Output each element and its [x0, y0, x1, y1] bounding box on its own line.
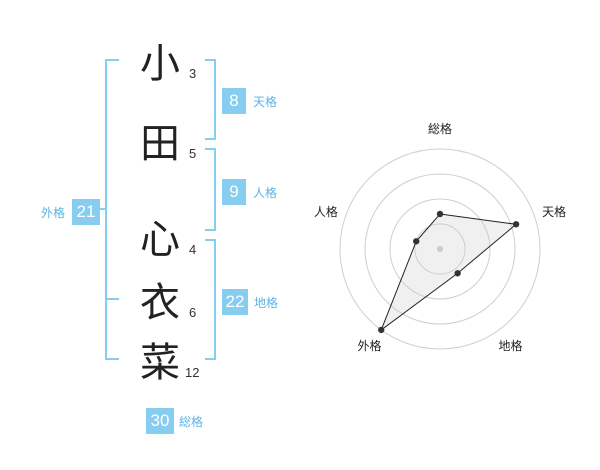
tenkaku-bracket [205, 59, 216, 140]
name-char-5: 菜 [140, 340, 180, 386]
soukaku-value-badge: 30 [146, 408, 174, 434]
stroke-count-5: 12 [185, 365, 200, 380]
radar-point-4 [378, 326, 385, 334]
gaikaku-bracket-divider [105, 298, 119, 300]
chikaku-bracket [205, 239, 216, 360]
soukaku-label: 総格 [179, 415, 204, 429]
radar-ring-1 [414, 223, 466, 275]
radar-data-polygon [380, 213, 518, 332]
gaikaku-bracket [105, 59, 119, 360]
radar-point-3 [454, 270, 461, 277]
radar-ring-2 [389, 198, 491, 300]
tenkaku-value-badge: 8 [222, 88, 246, 114]
radar-ring-3 [364, 173, 516, 325]
jinkaku-label: 人格 [253, 186, 278, 200]
gaikaku-label: 外格 [41, 206, 66, 220]
chikaku-label: 地格 [254, 296, 279, 310]
radar-center-dot [437, 246, 443, 252]
stroke-count-2: 5 [189, 146, 197, 161]
radar-axis-label-2: 天格 [542, 204, 566, 219]
gaikaku-value-badge: 21 [72, 199, 100, 225]
chikaku-value-badge: 22 [222, 289, 248, 315]
name-char-1: 小 [140, 41, 180, 87]
name-char-3: 心 [140, 217, 180, 263]
stroke-count-1: 3 [189, 66, 197, 81]
stroke-count-4: 6 [189, 305, 197, 320]
radar-axis-label-1: 総格 [428, 121, 452, 136]
radar-ring-4 [339, 148, 541, 350]
tenkaku-label: 天格 [253, 95, 278, 109]
jinkaku-bracket [205, 148, 216, 231]
radar-axis-label-4: 外格 [357, 338, 381, 353]
name-char-2: 田 [140, 121, 180, 167]
radar-point-2 [512, 221, 520, 228]
radar-point-1 [436, 210, 444, 218]
radar-axis-label-3: 地格 [499, 338, 523, 353]
radar-axis-label-5: 人格 [314, 204, 338, 219]
name-char-4: 衣 [140, 280, 180, 326]
jinkaku-value-badge: 9 [222, 179, 246, 205]
stroke-count-3: 4 [189, 242, 197, 257]
radar-point-5 [413, 238, 420, 245]
gaikaku-bracket-tick [98, 208, 106, 210]
